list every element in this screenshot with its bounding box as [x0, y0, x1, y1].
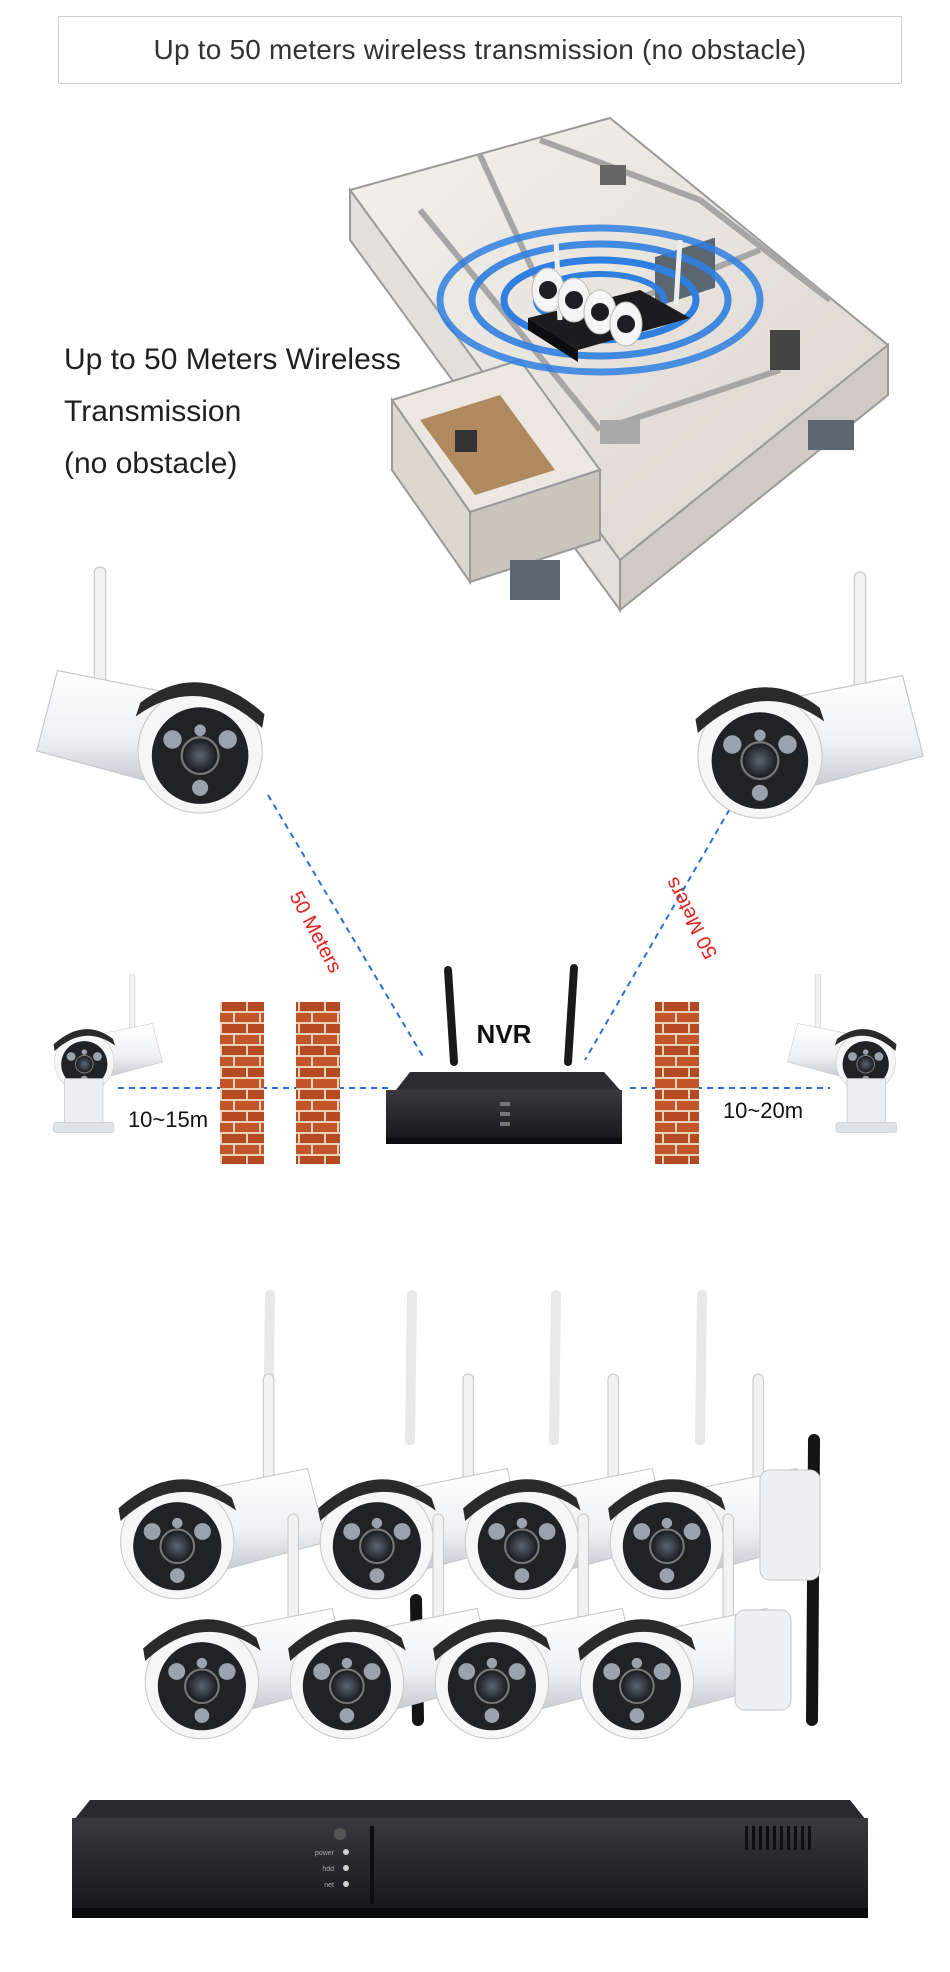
nvr-icon: power hdd net — [72, 1800, 868, 1918]
nvr-icon — [386, 964, 622, 1144]
right-wall-range: 10~20m — [723, 1098, 803, 1123]
camera-icon — [52, 973, 163, 1133]
led-label-net: net — [324, 1882, 334, 1889]
product-kit: power hdd net — [72, 1290, 868, 1918]
intro-line-2: Transmission — [64, 395, 242, 428]
brick-wall-icon — [220, 1002, 699, 1164]
header-banner: Up to 50 meters wireless transmission (n… — [58, 16, 902, 84]
nvr-label: NVR — [477, 1019, 532, 1049]
camera-icon — [787, 973, 898, 1133]
intro-line-1: Up to 50 Meters Wireless — [64, 343, 401, 376]
intro-line-3: (no obstacle) — [64, 447, 238, 480]
right-distance-label: 50 Meters — [661, 873, 722, 962]
led-label-hdd: hdd — [322, 1866, 334, 1873]
left-distance-label: 50 Meters — [285, 888, 346, 977]
camera-icon — [694, 570, 925, 820]
intro-text: Up to 50 Meters Wireless Transmission (n… — [64, 334, 424, 490]
banner-text: Up to 50 meters wireless transmission (n… — [153, 34, 807, 65]
left-wall-range: 10~15m — [128, 1107, 208, 1132]
led-label-power: power — [315, 1850, 335, 1857]
camera-icon — [35, 565, 266, 815]
house-icon — [348, 116, 890, 614]
house-camera-kit — [528, 239, 690, 362]
